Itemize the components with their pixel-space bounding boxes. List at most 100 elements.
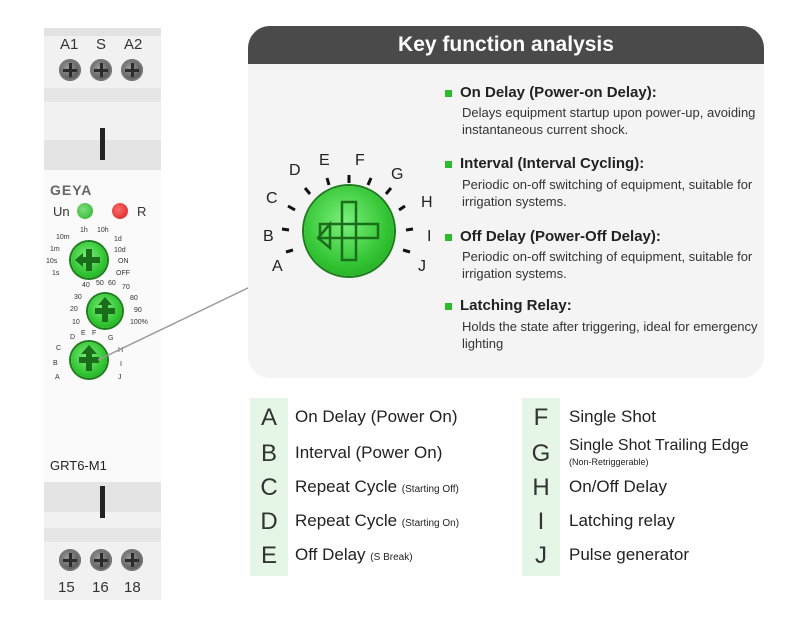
function-desc-latching: Holds the state after triggering, ideal … [462, 319, 758, 351]
screw-terminal-18[interactable] [121, 549, 143, 571]
function-dial-label: D [70, 334, 76, 341]
legend-subtext: (Non-Retriggerable) [569, 457, 649, 467]
time-dial-label: ON [118, 258, 129, 265]
function-dial-knob-large [304, 186, 394, 276]
legend-letter: G [531, 440, 551, 467]
function-dial-label: A [55, 374, 60, 381]
legend-text: Interval (Power On) [295, 443, 443, 462]
function-title-off-delay: Off Delay (Power-Off Delay): [445, 228, 661, 245]
terminal-label-a2: A2 [124, 36, 143, 53]
dial-letter-c: C [266, 190, 278, 207]
screw-terminal-15[interactable] [59, 549, 81, 571]
bullet-icon [445, 233, 452, 241]
function-dial-label: F [92, 330, 97, 337]
screw-terminal-a1[interactable] [59, 59, 81, 81]
legend-letter: C [260, 474, 278, 501]
percent-dial-label: 10 [72, 319, 80, 326]
legend-text: Latching relay [569, 511, 675, 530]
bullet-icon [445, 160, 452, 168]
percent-dial-label: 100% [130, 319, 148, 326]
legend-text: Pulse generator [569, 545, 690, 564]
arrow-up-icon [95, 297, 115, 322]
legend-note: (S Break) [370, 552, 413, 563]
arrow-up-icon [79, 345, 99, 371]
dial-letter-f: F [355, 152, 365, 169]
time-dial-label: OFF [116, 270, 130, 277]
dial-letter-d: D [289, 162, 301, 179]
dial-ticks [281, 175, 414, 254]
function-title-text: Off Delay (Power-Off Delay): [460, 228, 661, 245]
time-range-knob[interactable] [71, 242, 107, 278]
function-desc-on-delay: Delays equipment startup upon power-up, … [462, 105, 756, 137]
function-dial-label: G [108, 335, 114, 342]
brand-logo: GEYA [50, 182, 93, 198]
function-dial-label: C [56, 345, 62, 352]
legend-text-main: Off Delay [295, 545, 366, 564]
relay-led-icon [112, 203, 128, 219]
dial-letter-h: H [421, 194, 433, 211]
function-dial-zoom: D E F G C H B I A J [248, 26, 448, 378]
screw-terminal-s[interactable] [90, 59, 112, 81]
function-dial-label: E [81, 330, 86, 337]
key-function-panel: Key function analysis D E F G C H B I A … [248, 26, 764, 378]
arrow-left-icon [316, 200, 380, 262]
function-desc-interval: Periodic on-off switching of equipment, … [462, 177, 753, 209]
percent-knob[interactable] [88, 294, 122, 328]
function-dial-label: H [118, 347, 124, 354]
legend-text: On Delay (Power On) [295, 407, 458, 426]
function-dial-label: B [53, 360, 58, 367]
legend-letter: H [532, 474, 550, 501]
percent-dial-label: 50 [96, 280, 104, 287]
dial-letter-j: J [418, 258, 426, 275]
legend-text: Repeat Cycle (Starting Off) [295, 477, 459, 497]
legend-text-main: Repeat Cycle [295, 511, 398, 530]
legend-letter-column-left [250, 398, 288, 576]
device-body [44, 28, 161, 600]
function-desc-off-delay: Periodic on-off switching of equipment, … [462, 249, 753, 281]
led-label-un: Un [53, 204, 70, 219]
dial-letter-a: A [272, 258, 283, 275]
legend-letter: E [260, 542, 277, 569]
led-label-r: R [137, 204, 147, 219]
terminal-label-s: S [96, 36, 107, 53]
time-dial-label: 10d [114, 247, 126, 254]
screw-terminal-16[interactable] [90, 549, 112, 571]
percent-dial-label: 70 [122, 284, 130, 291]
legend-letter: D [260, 508, 278, 535]
function-knob[interactable] [71, 342, 107, 378]
dial-letter-i: I [427, 228, 432, 245]
bullet-icon [445, 89, 452, 97]
function-title-on-delay: On Delay (Power-on Delay): [445, 84, 657, 101]
terminal-label-18: 18 [124, 579, 141, 596]
dial-letter-e: E [319, 152, 330, 169]
function-title-text: Latching Relay: [460, 297, 572, 314]
time-dial-label: 10h [97, 227, 109, 234]
legend-note: (Starting Off) [401, 484, 459, 495]
model-label: GRT6-M1 [50, 458, 107, 473]
screw-terminal-a2[interactable] [121, 59, 143, 81]
function-title-text: Interval (Interval Cycling): [460, 155, 645, 172]
time-dial-label: 10m [56, 234, 70, 241]
legend-letter: A [260, 404, 277, 431]
function-title-text: On Delay (Power-on Delay): [460, 84, 657, 101]
legend-text: On/Off Delay [569, 477, 667, 496]
terminal-label-16: 16 [92, 579, 109, 596]
terminal-label-a1: A1 [60, 36, 79, 53]
percent-dial-label: 40 [82, 282, 90, 289]
panel-title: Key function analysis [248, 26, 764, 64]
legend-text: Off Delay (S Break) [295, 545, 413, 565]
legend-letter-column-right [522, 398, 560, 576]
legend-text: Repeat Cycle (Starting On) [295, 511, 459, 531]
power-led-icon [77, 203, 93, 219]
legend-text: Single Shot Trailing Edge [569, 437, 749, 454]
time-dial-label: 1s [52, 270, 60, 277]
dial-letter-g: G [391, 166, 404, 183]
terminal-label-15: 15 [58, 579, 75, 596]
arrow-left-icon [75, 249, 100, 271]
timer-relay-device: A1 S A2 GEYA Un R 1h 10h 10m 1d 1m 10d 1… [44, 28, 161, 600]
percent-dial-label: 20 [70, 306, 78, 313]
function-title-latching: Latching Relay: [445, 297, 572, 314]
percent-dial-label: 60 [108, 280, 116, 287]
legend-note: (Starting On) [401, 518, 460, 529]
